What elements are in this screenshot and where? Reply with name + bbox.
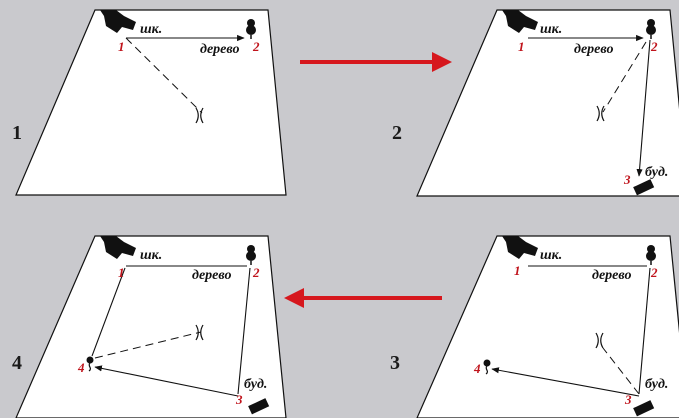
- point-1: 1: [118, 39, 125, 54]
- label-booth: буд.: [645, 165, 668, 180]
- panel-1: шк. дерево 1 2: [16, 10, 286, 195]
- label-tree: дерево: [192, 268, 231, 283]
- point-2: 2: [252, 265, 260, 280]
- point-2: 2: [252, 39, 260, 54]
- panel-4: шк. дерево буд. 1 2 3 4: [16, 236, 286, 418]
- label-booth: буд.: [244, 377, 267, 392]
- label-tree: дерево: [200, 42, 239, 57]
- point-3: 3: [235, 392, 243, 407]
- label-booth: буд.: [645, 377, 668, 392]
- panel-2: шк. дерево буд. 1 2 3: [417, 10, 679, 196]
- label-tree: дерево: [592, 268, 631, 283]
- point-1: 1: [118, 265, 125, 280]
- point-3: 3: [623, 172, 631, 187]
- label-school: шк.: [540, 248, 562, 263]
- point-4: 4: [473, 361, 481, 376]
- point-2: 2: [650, 265, 658, 280]
- panel-3: шк. дерево буд. 1 2 3 4: [417, 236, 679, 418]
- label-school: шк.: [540, 22, 562, 37]
- point-1: 1: [518, 39, 525, 54]
- label-tree: дерево: [574, 42, 613, 57]
- label-school: шк.: [140, 22, 162, 37]
- point-3: 3: [624, 392, 632, 407]
- point-2: 2: [650, 39, 658, 54]
- point-1: 1: [514, 263, 521, 278]
- label-school: шк.: [140, 248, 162, 263]
- point-4: 4: [77, 360, 85, 375]
